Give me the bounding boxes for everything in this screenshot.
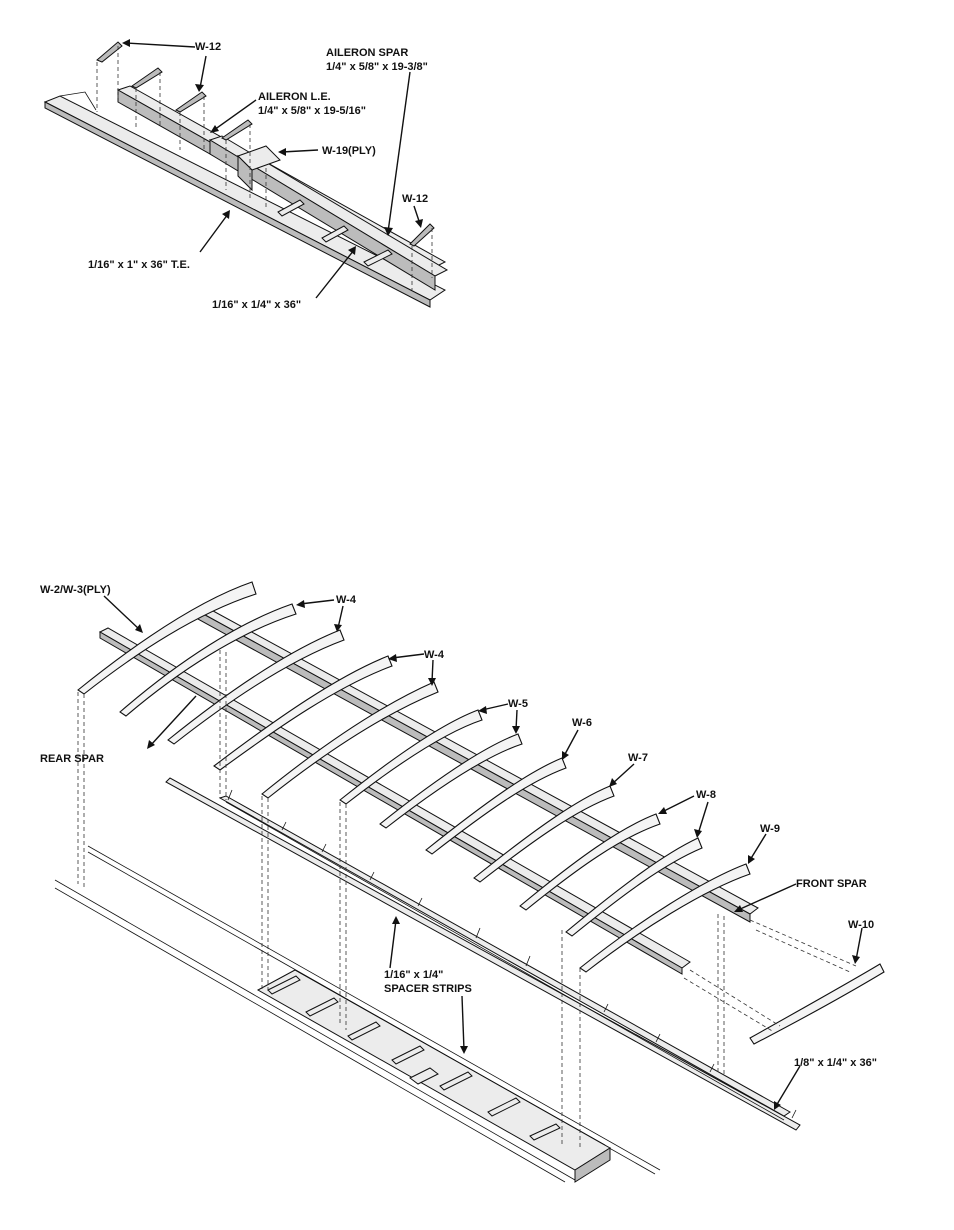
- rib-w8-b: [565, 837, 703, 937]
- label-spacer-line1: 1/16" x 1/4": [384, 969, 443, 981]
- rib-w4-c: [213, 655, 393, 771]
- rib-w9: [579, 863, 751, 973]
- rib-w10: [749, 963, 885, 1045]
- rib-w6: [425, 757, 567, 855]
- label-front-spar: FRONT SPAR: [796, 878, 867, 890]
- wing-ribs: [77, 581, 751, 973]
- stock-strip: [165, 777, 801, 1131]
- label-w7: W-7: [628, 752, 648, 764]
- rib-w5-a: [339, 709, 483, 805]
- w12-gussets: [96, 41, 435, 247]
- label-w10: W-10: [848, 919, 874, 931]
- rib-w7: [473, 785, 615, 883]
- bottom-alignment-lines: [77, 650, 725, 1150]
- label-w8: W-8: [696, 789, 716, 801]
- spacer-pins: [227, 789, 797, 1119]
- label-w19: W-19(PLY): [322, 145, 376, 157]
- top-leader-arrows: [122, 39, 423, 299]
- bottom-leader-arrows: [103, 595, 863, 1110]
- label-aileron-le-dim: 1/4" x 5/8" x 19-5/16": [258, 105, 366, 117]
- label-strip: 1/16" x 1/4" x 36": [212, 299, 301, 311]
- aileron-assembly-diagram: W-12 AILERON SPAR 1/4" x 5/8" x 19-3/8" …: [43, 39, 449, 311]
- base-spacer-strips: [267, 975, 561, 1141]
- rib-w2-w3: [77, 581, 257, 695]
- rib-w4-a: [119, 603, 297, 717]
- label-w4-a: W-4: [336, 594, 357, 606]
- label-w12-right: W-12: [402, 193, 428, 205]
- te-strips: [277, 199, 393, 267]
- rib-w4-b: [167, 629, 345, 745]
- label-spacer-line2: SPACER STRIPS: [384, 983, 472, 995]
- rib-w5-b: [379, 733, 523, 829]
- label-w2-w3: W-2/W-3(PLY): [40, 584, 111, 596]
- label-aileron-spar: AILERON SPAR: [326, 47, 408, 59]
- bottom-sheets: [54, 845, 661, 1183]
- wing-frame-diagram: W-2/W-3(PLY) W-4 W-4 W-5 W-6 W-7 W-8 W-9…: [40, 581, 885, 1183]
- label-aileron-spar-dim: 1/4" x 5/8" x 19-3/8": [326, 61, 428, 73]
- label-stock: 1/8" x 1/4" x 36": [794, 1057, 877, 1069]
- label-aileron-le: AILERON L.E.: [258, 91, 331, 103]
- label-w9: W-9: [760, 823, 780, 835]
- label-trailing-edge: 1/16" x 1" x 36" T.E.: [88, 259, 190, 271]
- label-w5: W-5: [508, 698, 528, 710]
- trailing-edge-sheet-edge: [44, 101, 431, 308]
- label-w12-top: W-12: [195, 41, 221, 53]
- w10-dashed-guides: [683, 919, 857, 1033]
- top-alignment-lines: [96, 46, 433, 290]
- label-w6: W-6: [572, 717, 592, 729]
- label-w4-b: W-4: [424, 649, 445, 661]
- trailing-edge-base: [256, 969, 611, 1171]
- spacer-strip-long: [218, 795, 791, 1117]
- rib-w4-d: [261, 681, 439, 799]
- label-rear-spar: REAR SPAR: [40, 753, 104, 765]
- rib-w8-a: [519, 813, 661, 911]
